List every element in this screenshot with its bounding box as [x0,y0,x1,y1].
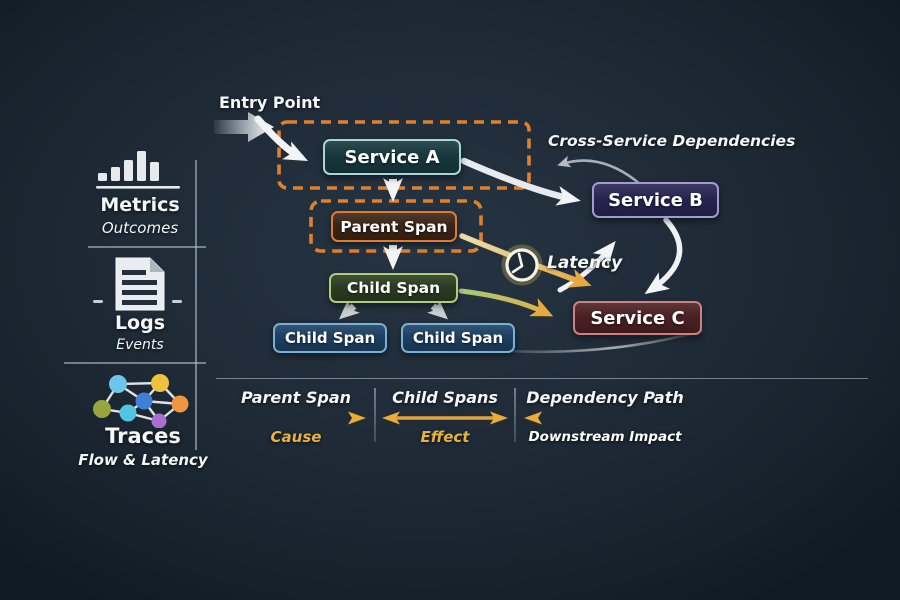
legend: Parent Span Cause Child Spans Effect Dep… [216,388,868,448]
left-arrow-icon [524,411,686,425]
right-arrow-icon [230,411,366,425]
service-a-highlight-dashed-box [277,120,531,190]
legend-top-divider [216,378,868,379]
sidebar-sublabel-traces: Flow & Latency [78,451,208,469]
double-arrow-icon [382,411,508,425]
network-icon [93,374,189,428]
service-c-label: Service C [590,307,685,329]
sidebar-item-traces: Traces [105,424,181,448]
legend-title: Dependency Path [526,388,684,407]
parent-span-node: Parent Span [331,211,457,242]
downstream-swoosh-line [504,329,704,354]
latency-label: Latency [547,253,623,273]
child-span-left-label: Child Span [284,329,376,347]
legend-column-parent-span: Parent Span Cause [222,388,370,446]
child-span-right-node: Child Span [401,323,515,353]
child-span-right-label: Child Span [412,329,504,347]
entry-to-service-a-arrow [254,115,309,162]
child-to-right-child-arrow [427,299,448,320]
legend-caption: Cause [270,428,322,446]
legend-caption: Downstream Impact [528,429,682,445]
service-c-node: Service C [573,301,702,335]
sidebar-vertical-line [195,160,197,450]
sidebar-sublabel-logs: Events [116,337,164,353]
legend-column-dependency-path: Dependency Path Downstream Impact [520,388,690,445]
sidebar-item-logs: Logs [114,312,166,334]
document-icon [93,257,182,311]
cross-service-label: Cross-Service Dependencies [548,132,796,150]
child-span-main-node: Child Span [329,273,458,303]
service-a-node: Service A [323,139,461,175]
service-b-to-service-c-arrow [644,217,683,295]
service-b-node: Service B [592,182,719,218]
legend-column-child-spans: Child Spans Effect [380,388,510,446]
child-to-service-c-arrow [458,288,554,317]
sidebar-sublabel-metrics: Outcomes [101,219,179,237]
legend-title: Parent Span [240,388,351,407]
parent-span-label: Parent Span [340,217,448,236]
sidebar-divider-1 [88,246,206,248]
legend-separator-1 [374,388,376,442]
legend-title: Child Spans [392,388,498,407]
sidebar: Metrics Outcomes Logs Events [0,0,210,600]
service-a-to-service-b-arrow [460,157,581,206]
sidebar-divider-2 [64,362,206,364]
sidebar-item-metrics: Metrics [100,194,180,216]
service-a-label: Service A [344,146,440,168]
entry-point-label: Entry Point [219,93,321,112]
child-to-left-child-arrow [339,299,360,320]
service-b-label: Service B [608,189,703,211]
legend-separator-2 [514,388,516,442]
child-span-left-node: Child Span [273,323,387,353]
legend-caption: Effect [420,428,470,446]
child-span-main-label: Child Span [346,279,441,297]
clock-icon [501,244,543,286]
bar-chart-icon [96,151,180,189]
